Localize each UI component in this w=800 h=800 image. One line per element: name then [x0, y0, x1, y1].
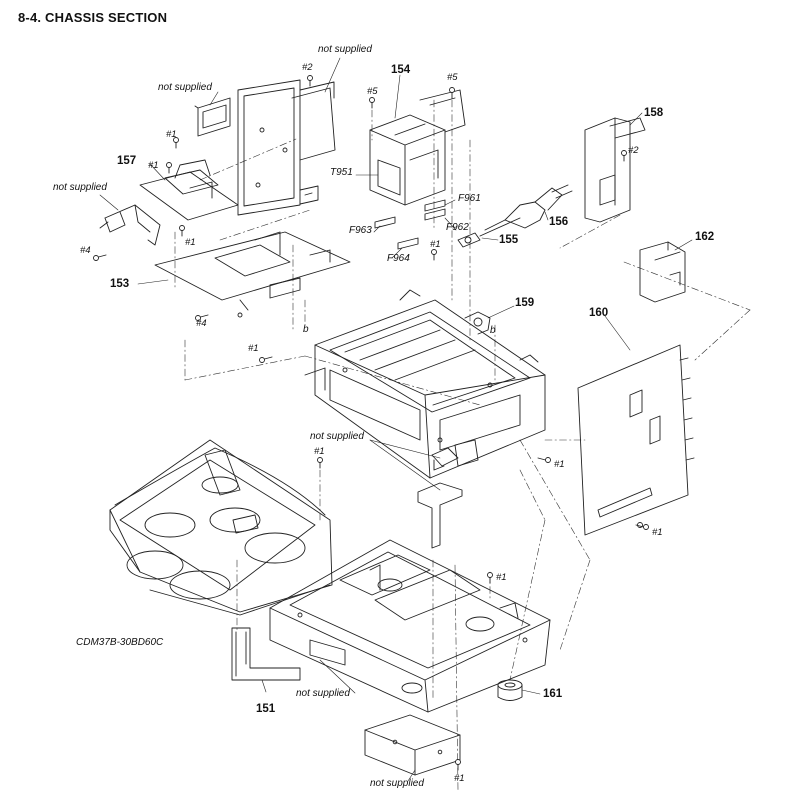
bottom-chassis-base: [269, 539, 551, 713]
label-screw-1-g: #1: [314, 446, 325, 457]
label-part-155: 155: [499, 234, 519, 246]
label-part-160: 160: [589, 307, 609, 319]
label-screw-1-e: #1: [248, 343, 259, 354]
main-chassis-frame: [304, 289, 546, 479]
label-b-left: b: [303, 324, 309, 335]
label-part-157: 157: [117, 155, 137, 167]
label-f963: F963: [349, 225, 372, 236]
label-leaders: [99, 57, 693, 782]
label-screw-1-j: #1: [454, 773, 465, 784]
label-screw-4-bottom: #4: [196, 318, 207, 329]
part-162-bracket: [639, 241, 686, 303]
power-board-assembly: [237, 79, 336, 216]
part-153-circuit-board: [154, 231, 351, 318]
label-b-right: b: [490, 325, 496, 336]
part-151-flat-cable: [231, 627, 301, 681]
label-not-supplied-bottom: not supplied: [370, 778, 424, 789]
vertical-bracket-center: [417, 482, 463, 549]
label-part-159: 159: [515, 297, 535, 309]
label-cdm37b: CDM37B-30BD60C: [76, 637, 164, 648]
label-part-153: 153: [110, 278, 130, 290]
label-f961: F961: [458, 193, 481, 204]
label-screw-1-b: #1: [148, 160, 159, 171]
cd-mechanism-cdm37b: [109, 439, 333, 616]
label-part-156: 156: [549, 216, 569, 228]
label-not-supplied-power-board: not supplied: [318, 44, 372, 55]
label-screw-1-c: #1: [185, 237, 196, 248]
label-screw-2-top: #2: [302, 62, 313, 73]
label-screw-5-left: #5: [367, 86, 378, 97]
part-155-cord-clamp: [457, 217, 521, 248]
label-part-151: 151: [256, 703, 276, 715]
label-part-161: 161: [543, 688, 563, 700]
label-f962: F962: [446, 222, 469, 233]
part-157-bracket: [139, 159, 239, 221]
label-not-supplied-top-left: not supplied: [158, 82, 212, 93]
small-bracket-left: [99, 204, 161, 246]
label-not-supplied-base: not supplied: [296, 688, 350, 699]
label-screw-2-right: #2: [628, 145, 639, 156]
label-screw-1-d: #1: [430, 239, 441, 250]
small-holder-center: [431, 447, 459, 471]
part-158-switch-board: [584, 117, 646, 223]
label-screw-1-a: #1: [166, 129, 177, 140]
label-part-162: 162: [695, 231, 715, 243]
label-screw-1-f: #1: [554, 459, 565, 470]
part-161-foot: [497, 679, 523, 701]
label-not-supplied-center: not supplied: [310, 431, 364, 442]
small-bracket-top-left: [194, 97, 231, 137]
label-not-supplied-left-bracket: not supplied: [53, 182, 107, 193]
bottom-bracket: [364, 714, 461, 776]
part-156-power-plug: [484, 184, 573, 231]
label-screw-4-left: #4: [80, 245, 91, 256]
label-t951: T951: [330, 167, 353, 178]
part-160-main-board: [577, 344, 695, 536]
label-screw-1-h: #1: [652, 527, 663, 538]
label-screw-5-right: #5: [447, 72, 458, 83]
label-f964: F964: [387, 253, 410, 264]
label-part-154: 154: [391, 64, 411, 76]
screws: [93, 75, 649, 771]
label-part-158: 158: [644, 107, 664, 119]
section-title: 8-4. CHASSIS SECTION: [18, 10, 168, 25]
part-159-clamp: [464, 311, 491, 335]
fuses: [374, 199, 446, 250]
label-screw-1-i: #1: [496, 572, 507, 583]
part-154-transformer: [369, 89, 466, 206]
